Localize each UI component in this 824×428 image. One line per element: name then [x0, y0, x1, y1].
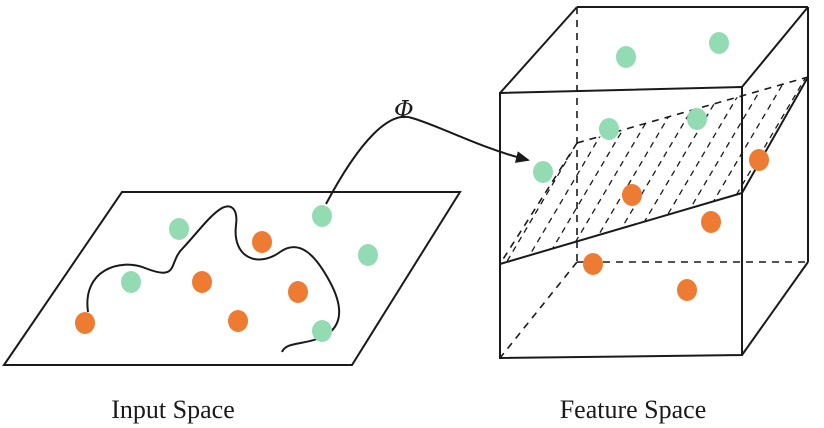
hyperplane-hatch-line — [647, 77, 779, 264]
hyperplane-hatch-line — [761, 77, 808, 264]
feature-point-green — [616, 46, 636, 68]
input-space-label: Input Space — [111, 395, 234, 424]
hyperplane-hatch-line — [685, 77, 808, 264]
input-point-orange — [228, 310, 248, 332]
hyperplane-hatch-line — [666, 77, 798, 264]
input-point-orange — [288, 281, 308, 303]
input-point-orange — [192, 271, 212, 293]
input-point-green — [358, 244, 378, 266]
hyperplane-hatch-line — [799, 77, 808, 264]
cube-hidden-edges — [499, 7, 808, 359]
input-plane — [2, 191, 462, 366]
feature-point-green — [709, 32, 729, 54]
input-points — [75, 205, 378, 342]
separating-hyperplane — [499, 60, 824, 280]
mapping: Φ — [325, 96, 530, 205]
hyperplane-hatch-line — [533, 77, 665, 264]
hyperplane-hatch-line — [571, 77, 703, 264]
feature-point-green — [533, 161, 553, 183]
input-point-orange — [252, 231, 272, 253]
feature-point-orange — [622, 184, 642, 206]
mapping-label: Φ — [394, 96, 414, 124]
hyperplane-hatch-line — [780, 77, 808, 264]
feature-point-green — [687, 108, 707, 130]
input-point-green — [312, 205, 332, 227]
hyperplane-hatch-line — [704, 77, 808, 264]
input-space: Input Space — [2, 191, 462, 424]
hyperplane-hatch-line — [590, 77, 722, 264]
input-point-orange — [75, 312, 95, 334]
feature-point-orange — [677, 279, 697, 301]
hyperplane-hatch-line — [552, 77, 684, 264]
cube-visible-edges — [499, 6, 809, 360]
decision-boundary-curve — [86, 205, 340, 353]
feature-space: Feature Space — [499, 6, 824, 424]
feature-point-orange — [583, 253, 603, 275]
mapping-arrow — [325, 115, 530, 205]
input-point-green — [312, 320, 332, 342]
feature-point-green — [599, 118, 619, 140]
input-point-green — [121, 271, 141, 293]
hyperplane-hatch-line — [819, 60, 824, 280]
feature-point-orange — [749, 149, 769, 171]
feature-point-orange — [701, 211, 721, 233]
feature-space-label: Feature Space — [560, 395, 707, 424]
feature-points — [533, 32, 769, 301]
hyperplane-hatch-line — [628, 77, 760, 264]
input-point-green — [169, 218, 189, 240]
hyperplane-hatch-line — [609, 77, 741, 264]
